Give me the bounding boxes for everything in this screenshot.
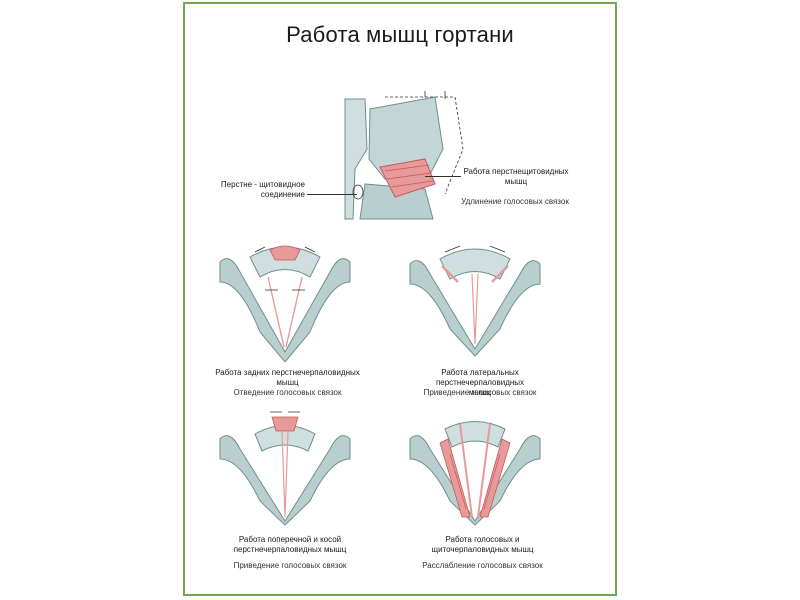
cricothyroid-muscles-label: Работа перстнещитовидных мышц: [463, 167, 569, 186]
panel-3-action: Приведение голосовых связок: [233, 561, 347, 570]
cricothyroid-joint-label: Перстне - щитовидное соединение: [220, 180, 305, 199]
panel-1-action: Отведение голосовых связок: [233, 388, 342, 397]
panel-2-caption: Работа латеральных перстнечерпаловидных …: [435, 368, 525, 397]
cricothyroid-muscles-action: Удлинение голосовых связок: [461, 197, 569, 206]
poster-frame: Работа мышц гортани Перстне - щитовидное…: [183, 2, 617, 596]
cricothyroid-muscles-pointer: [425, 176, 461, 177]
panel-4-caption: Работа голосовых и щиточерпаловидных мыш…: [431, 535, 534, 554]
posterior-cricoarytenoid-illustration: [219, 245, 351, 362]
panel-1-caption: Работа задних перстнечерпаловидных мышц: [215, 368, 360, 387]
cricothyroid-joint-pointer: [307, 194, 357, 195]
panel-3-caption: Работа поперечной и косой перстнечерпало…: [233, 535, 347, 554]
lateral-cricoarytenoid-illustration: [409, 245, 541, 357]
panel-2-action: Приведение голосовых связок: [423, 388, 537, 397]
poster-title: Работа мышц гортани: [286, 22, 514, 47]
vocal-thyroarytenoid-illustration: [409, 421, 541, 526]
panel-4-action: Расслабление голосовых связок: [422, 561, 543, 570]
lateral-larynx-illustration: [344, 91, 464, 220]
transverse-oblique-arytenoid-illustration: [219, 411, 351, 526]
